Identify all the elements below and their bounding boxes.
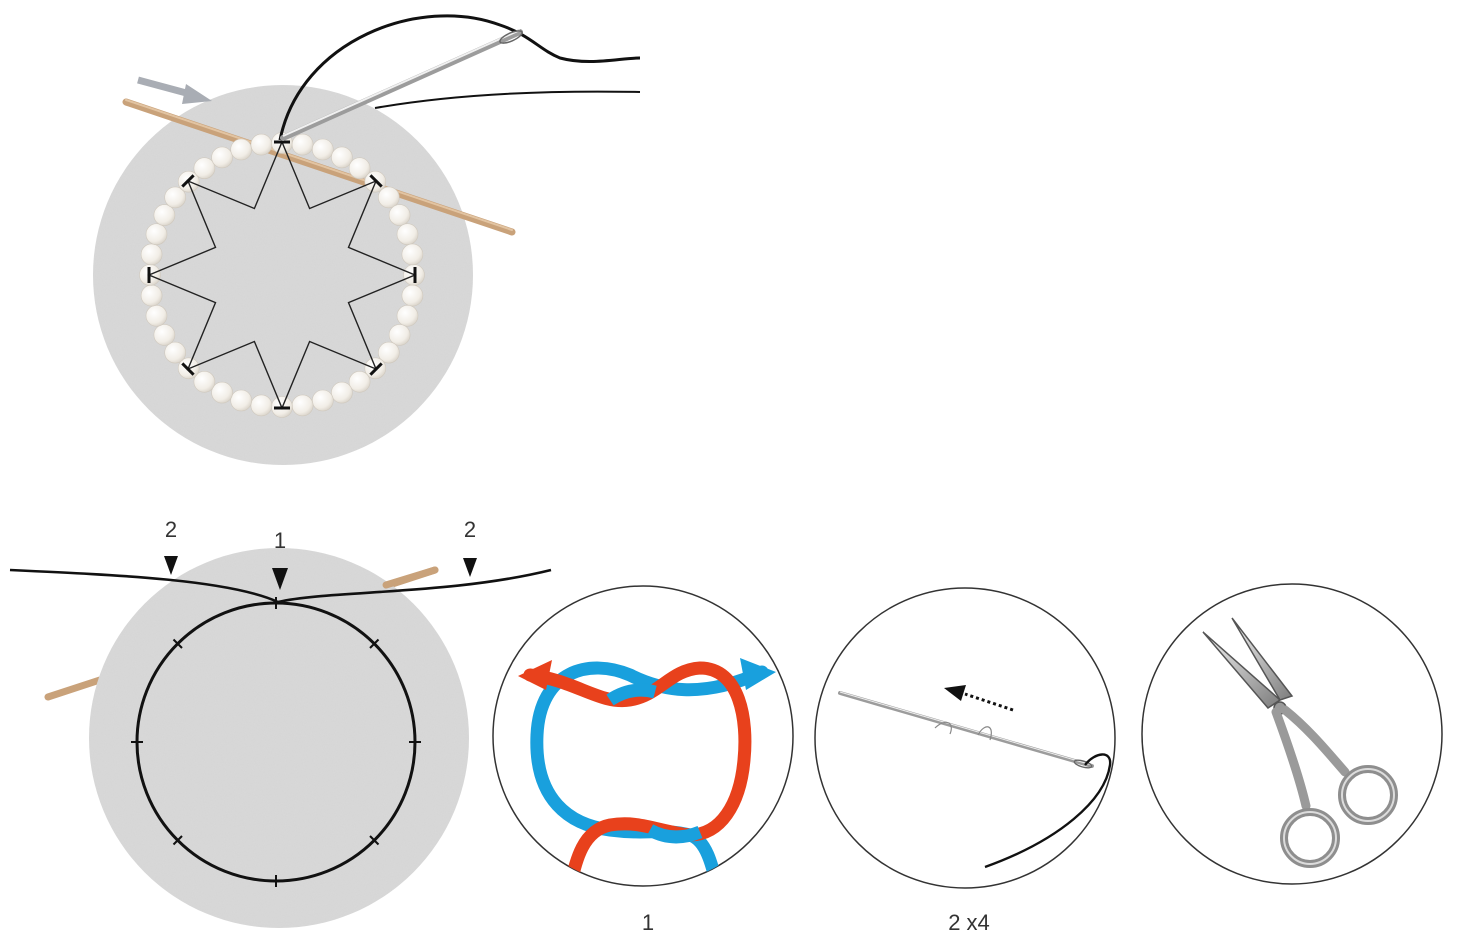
thread-knots <box>147 140 417 410</box>
marker-center: 1 <box>272 528 288 590</box>
thread-knot <box>172 638 183 649</box>
pearl <box>230 138 252 161</box>
caption-knot: 1 <box>642 910 654 935</box>
marker-label: 1 <box>274 528 286 553</box>
felt-circle-bottom <box>89 548 469 928</box>
needle-icon <box>838 691 1094 769</box>
pearl <box>401 284 424 307</box>
pearl <box>140 243 163 266</box>
pearl <box>396 304 419 327</box>
pearl <box>250 394 273 417</box>
pearl <box>140 284 163 307</box>
pearl <box>348 157 371 179</box>
pearl <box>164 341 186 364</box>
arrow-icon <box>137 76 212 104</box>
pearl <box>211 146 233 169</box>
thread-knot <box>172 835 183 846</box>
scissors-icon <box>1202 617 1398 868</box>
pearl <box>145 304 168 327</box>
top-step-illustration <box>93 14 641 465</box>
thread-knot <box>369 174 383 188</box>
thread-knot <box>369 638 380 649</box>
pearl <box>193 157 216 179</box>
thread-knots <box>131 597 421 887</box>
needle-icon <box>278 14 641 141</box>
pearl <box>388 204 411 226</box>
thread-knot <box>181 174 195 188</box>
thread-knot <box>181 362 195 376</box>
caption-repeat: 2 x4 <box>948 910 990 935</box>
pearl <box>377 186 400 209</box>
arrow-icon <box>944 685 1014 712</box>
pearl <box>311 138 334 161</box>
knot-detail: 1 <box>492 585 794 935</box>
marker-left: 2 <box>164 517 178 575</box>
pearl <box>153 204 176 226</box>
pearl <box>153 324 176 346</box>
pin-icon <box>122 98 516 236</box>
pearl <box>401 243 424 266</box>
marker-label: 2 <box>165 517 177 542</box>
pearl <box>291 394 314 417</box>
pearl-ring <box>139 132 425 418</box>
pearl <box>211 381 233 404</box>
pearl <box>250 133 273 156</box>
pearl <box>145 223 168 245</box>
pearl <box>396 223 419 245</box>
pearl <box>348 370 371 393</box>
pearl <box>331 146 353 169</box>
thread-knot <box>369 835 380 846</box>
pearl <box>331 381 353 404</box>
repeat-stitch-detail: 2 x4 <box>814 587 1116 935</box>
pearl <box>291 133 314 156</box>
cut-thread-detail <box>1141 583 1443 885</box>
thread-knot <box>369 362 383 376</box>
pearl <box>164 186 186 209</box>
arrow-icon <box>740 658 776 690</box>
pearl <box>388 324 411 346</box>
pearl <box>311 389 334 412</box>
arrow-icon <box>518 660 552 690</box>
pearl <box>377 341 400 364</box>
marker-label: 2 <box>464 517 476 542</box>
marker-right: 2 <box>463 517 477 577</box>
pearl <box>230 389 252 412</box>
bottom-step-illustration: 2 1 2 <box>9 517 552 928</box>
pearl <box>193 370 216 393</box>
